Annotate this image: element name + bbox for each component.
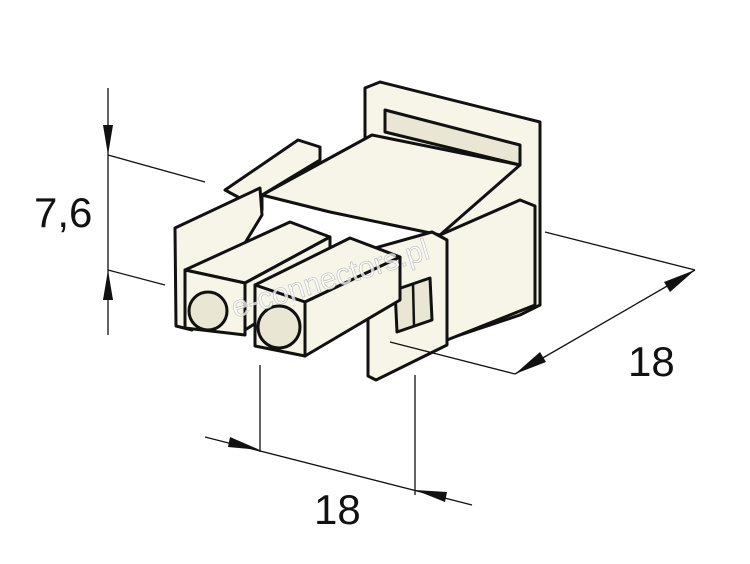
arrow-up-right-icon <box>664 270 695 292</box>
arrow-right-icon <box>228 437 260 450</box>
pin-right-socket <box>256 304 302 350</box>
arrow-up-icon <box>103 270 113 300</box>
arrow-left-icon <box>415 490 447 502</box>
arrow-down-icon <box>103 125 113 155</box>
pin-left-socket <box>187 290 229 332</box>
dimension-height: 7,6 <box>34 88 206 335</box>
housing-top <box>260 133 522 237</box>
dimension-depth-label: 18 <box>628 338 675 385</box>
dimension-depth: 18 <box>389 231 696 385</box>
arrow-down-left-icon <box>515 352 546 374</box>
dimension-height-label: 7,6 <box>34 189 92 236</box>
dimension-front-width: 18 <box>204 365 473 533</box>
window-divider <box>411 283 416 327</box>
connector-housing <box>173 80 542 382</box>
dimension-front-label: 18 <box>314 486 361 533</box>
pin-right <box>253 236 402 358</box>
